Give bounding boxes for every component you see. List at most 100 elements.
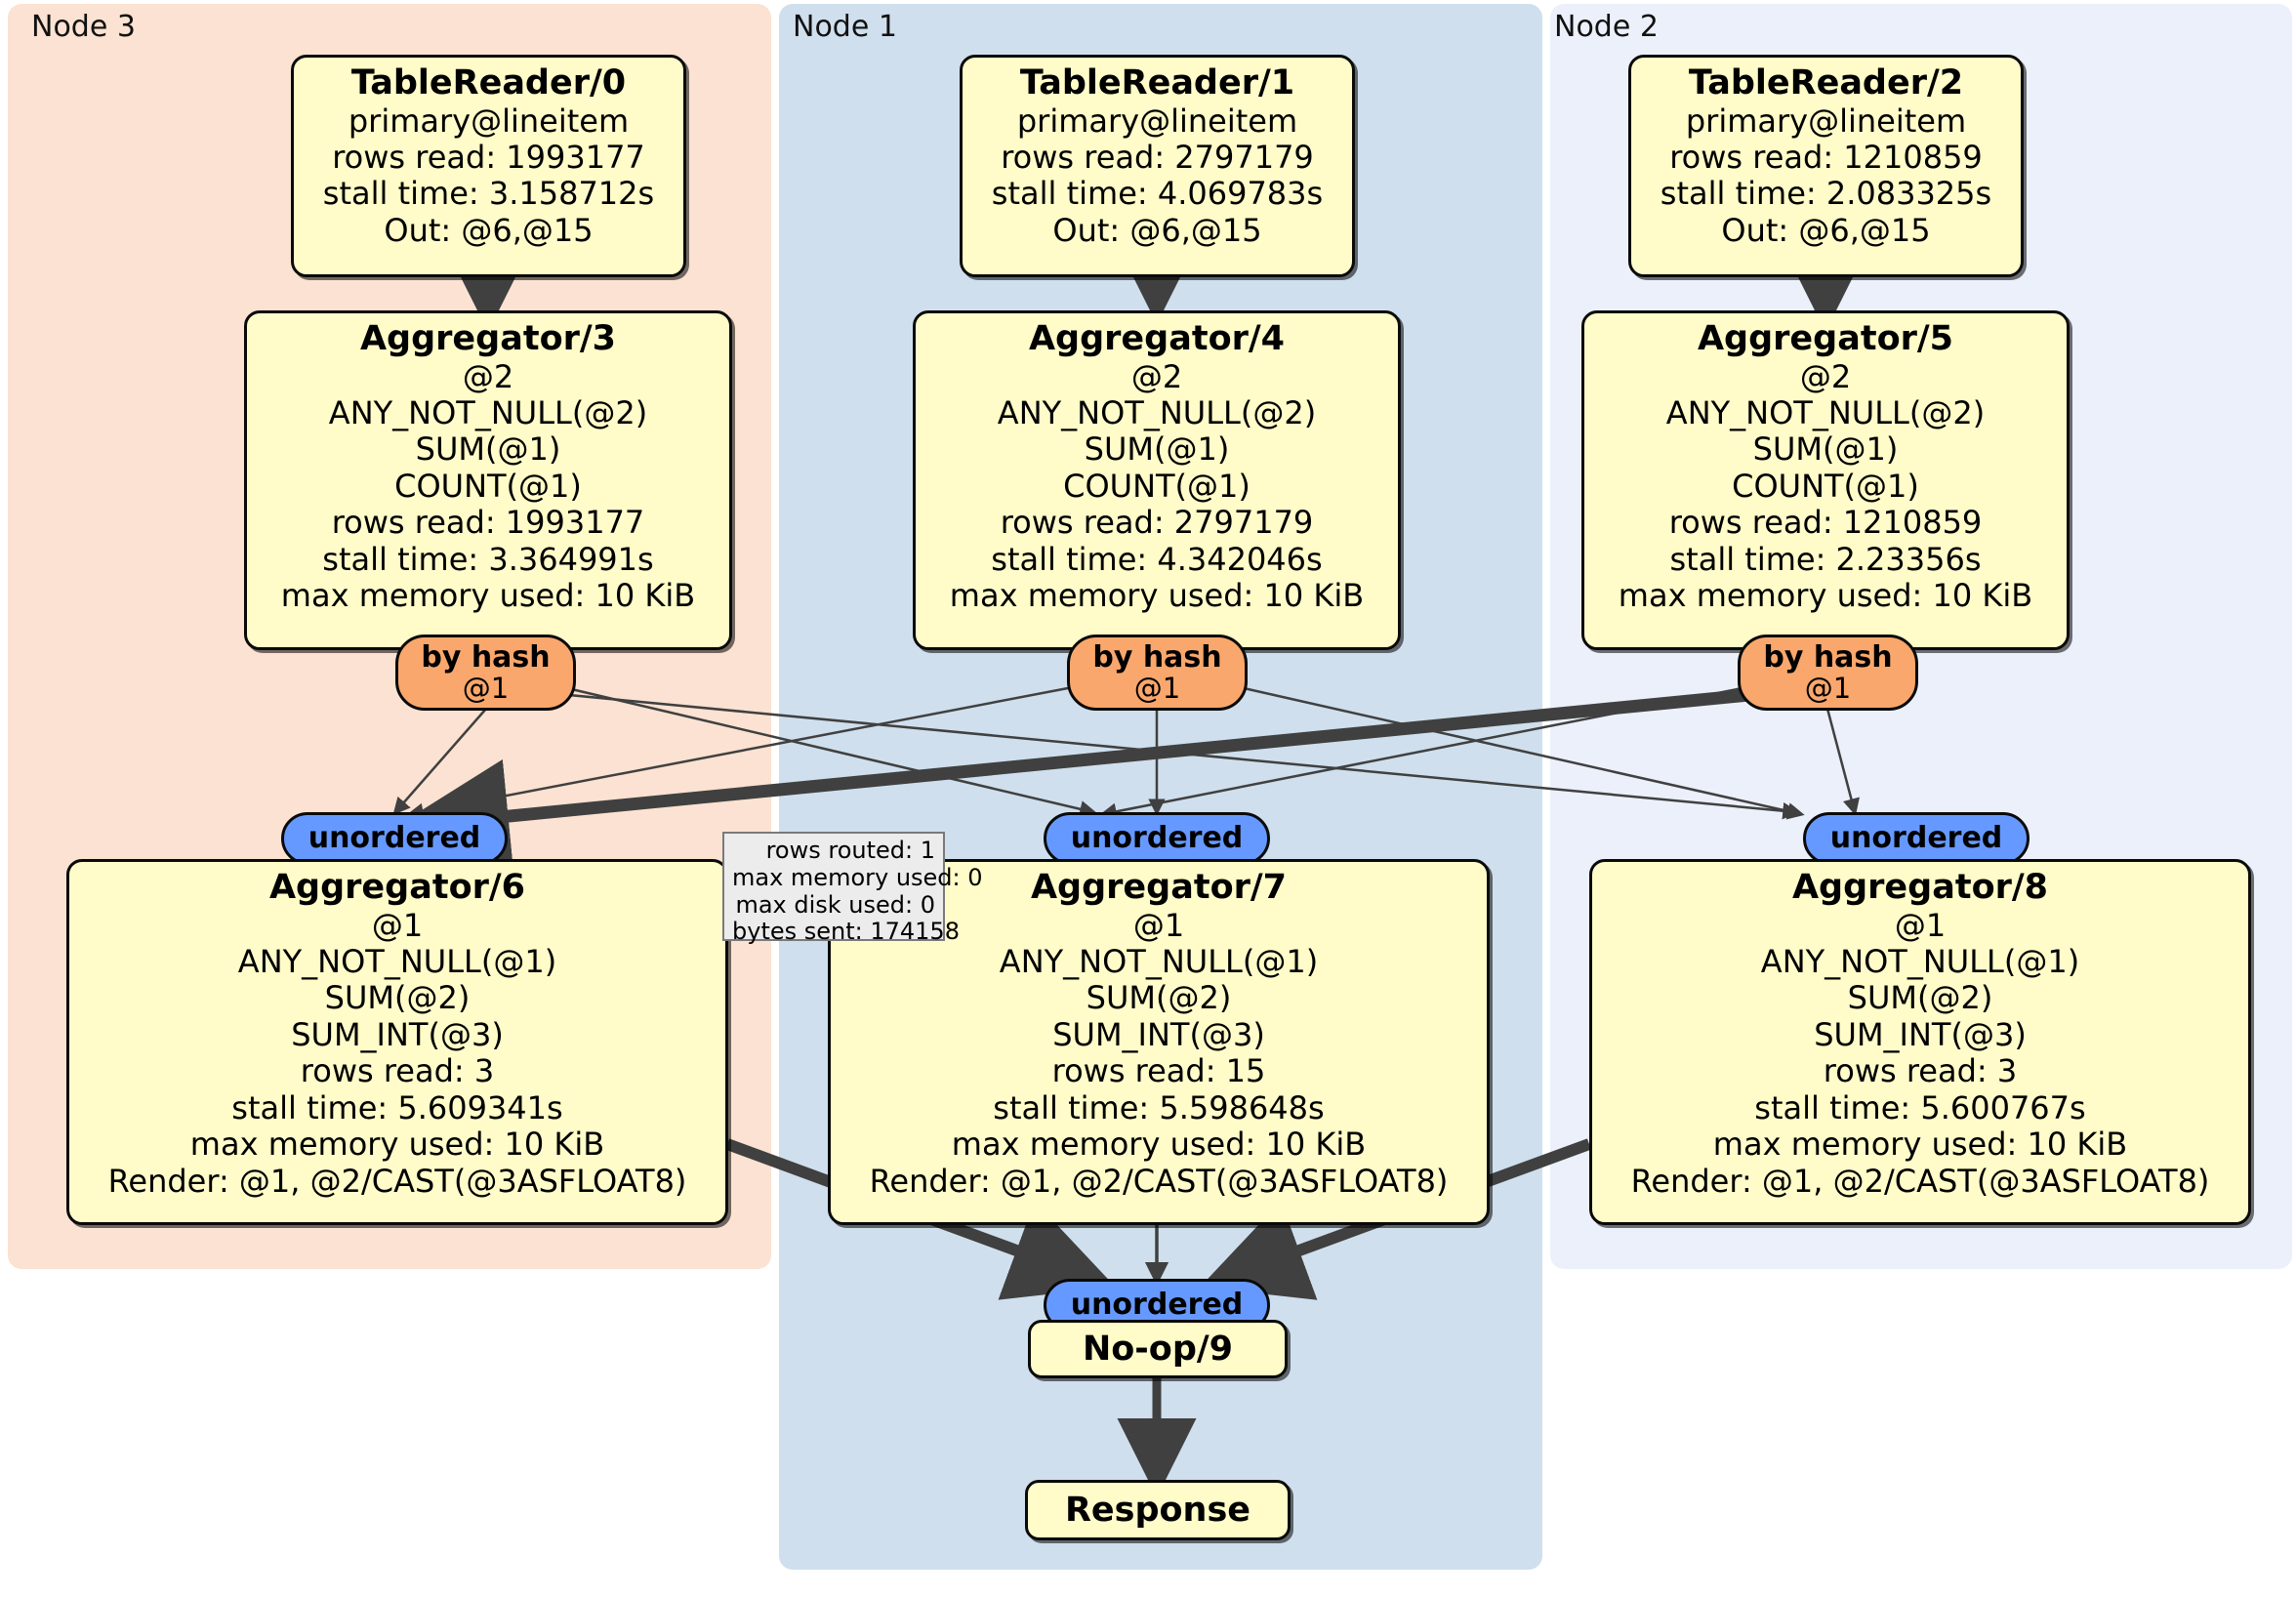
inbox-label: unordered (1070, 1288, 1244, 1323)
op-line: max memory used: 10 KiB (1618, 577, 2033, 615)
op-line: Render: @1, @2/CAST(@3ASFLOAT8) (869, 1162, 1449, 1200)
op-line: ANY_NOT_NULL(@1) (1760, 943, 2080, 981)
inbox-label: unordered (308, 821, 481, 856)
op-line: max memory used: 10 KiB (951, 1126, 1367, 1164)
op-line: ANY_NOT_NULL(@2) (997, 394, 1317, 432)
routing-stats-tooltip: rows routed: 1 max memory used: 0 max di… (722, 832, 983, 945)
op-line: rows read: 2797179 (1000, 504, 1314, 542)
op-line: SUM(@1) (1752, 430, 1899, 469)
op-aggregator-4[interactable]: Aggregator/4 @2 ANY_NOT_NULL(@2) SUM(@1)… (913, 310, 1401, 650)
inbox-unordered-left[interactable]: unordered (281, 812, 508, 865)
op-line: ANY_NOT_NULL(@1) (999, 943, 1319, 981)
op-line: SUM(@1) (415, 430, 561, 469)
router-label: by hash (421, 640, 551, 676)
op-line: stall time: 5.598648s (993, 1088, 1325, 1126)
op-line: stall time: 5.609341s (231, 1088, 563, 1126)
op-line: stall time: 4.069783s (991, 175, 1324, 213)
op-line: Render: @1, @2/CAST(@3ASFLOAT8) (107, 1162, 687, 1200)
op-line: ANY_NOT_NULL(@1) (237, 943, 557, 981)
stats-line: rows routed: 1 (765, 837, 935, 864)
op-title: Aggregator/7 (1030, 868, 1288, 907)
op-line: Out: @6,@15 (1052, 211, 1262, 249)
op-line: stall time: 2.23356s (1669, 540, 1982, 578)
op-line: primary@lineitem (1016, 102, 1298, 140)
cluster-label-node-3: Node 3 (31, 10, 136, 44)
op-line: COUNT(@1) (1732, 467, 1919, 505)
op-line: stall time: 3.158712s (322, 175, 655, 213)
op-line: @2 (462, 357, 514, 395)
op-line: rows read: 1210859 (1668, 504, 1983, 542)
inbox-unordered-right[interactable]: unordered (1803, 812, 2030, 865)
router-by-hash-left[interactable]: by hash @1 (395, 635, 576, 711)
op-line: @1 (371, 906, 424, 944)
op-line: SUM(@2) (1847, 979, 1993, 1017)
op-line: @1 (1894, 906, 1947, 944)
op-table-reader-0[interactable]: TableReader/0 primary@lineitem rows read… (291, 55, 686, 277)
op-line: rows read: 1993177 (332, 139, 645, 177)
op-line: rows read: 15 (1051, 1052, 1266, 1090)
op-line: primary@lineitem (348, 102, 630, 140)
op-line: rows read: 3 (1823, 1052, 2018, 1090)
op-line: ANY_NOT_NULL(@2) (328, 394, 648, 432)
op-title: Aggregator/5 (1697, 319, 1954, 358)
op-line: rows read: 2797179 (1001, 139, 1314, 177)
op-title: TableReader/0 (350, 63, 627, 102)
stats-line: bytes sent: 174158 (732, 918, 960, 946)
op-aggregator-5[interactable]: Aggregator/5 @2 ANY_NOT_NULL(@2) SUM(@1)… (1581, 310, 2070, 650)
op-line: max memory used: 10 KiB (1712, 1126, 2128, 1164)
op-line: max memory used: 10 KiB (280, 577, 696, 615)
op-line: stall time: 2.083325s (1660, 175, 1992, 213)
cluster-label-node-1: Node 1 (793, 10, 897, 44)
op-table-reader-1[interactable]: TableReader/1 primary@lineitem rows read… (960, 55, 1355, 277)
op-aggregator-3[interactable]: Aggregator/3 @2 ANY_NOT_NULL(@2) SUM(@1)… (244, 310, 732, 650)
op-title: No-op/9 (1082, 1330, 1234, 1369)
op-line: @2 (1130, 357, 1183, 395)
op-response[interactable]: Response (1025, 1480, 1291, 1540)
op-line: COUNT(@1) (394, 467, 582, 505)
op-line: max memory used: 10 KiB (949, 577, 1365, 615)
inbox-label: unordered (1070, 821, 1244, 856)
op-line: SUM(@2) (324, 979, 471, 1017)
op-line: rows read: 1993177 (331, 504, 645, 542)
router-column: @1 (462, 671, 510, 705)
op-line: COUNT(@1) (1063, 467, 1250, 505)
op-line: stall time: 3.364991s (322, 540, 654, 578)
op-line: primary@lineitem (1685, 102, 1967, 140)
cluster-label-node-2: Node 2 (1554, 10, 1659, 44)
op-title: Aggregator/6 (268, 868, 526, 907)
op-line: @2 (1799, 357, 1852, 395)
op-line: SUM(@1) (1084, 430, 1230, 469)
op-title: Response (1064, 1491, 1251, 1530)
op-line: SUM(@2) (1086, 979, 1232, 1017)
op-noop-9[interactable]: No-op/9 (1028, 1320, 1288, 1378)
op-line: ANY_NOT_NULL(@2) (1665, 394, 1986, 432)
inbox-unordered-center[interactable]: unordered (1044, 812, 1270, 865)
router-by-hash-center[interactable]: by hash @1 (1067, 635, 1248, 711)
router-column: @1 (1804, 671, 1852, 705)
op-line: Render: @1, @2/CAST(@3ASFLOAT8) (1630, 1162, 2210, 1200)
op-line: stall time: 4.342046s (991, 540, 1323, 578)
op-line: rows read: 1210859 (1669, 139, 1983, 177)
op-line: stall time: 5.600767s (1754, 1088, 2086, 1126)
op-title: TableReader/2 (1688, 63, 1964, 102)
op-title: Aggregator/3 (359, 319, 617, 358)
op-table-reader-2[interactable]: TableReader/2 primary@lineitem rows read… (1628, 55, 2024, 277)
op-line: rows read: 3 (300, 1052, 495, 1090)
stats-line: max disk used: 0 (735, 890, 935, 919)
op-line: max memory used: 10 KiB (189, 1126, 605, 1164)
op-title: Aggregator/8 (1791, 868, 2049, 907)
stats-line: max memory used: 0 (732, 863, 983, 891)
op-aggregator-6[interactable]: Aggregator/6 @1 ANY_NOT_NULL(@1) SUM(@2)… (66, 859, 728, 1225)
op-title: TableReader/1 (1019, 63, 1295, 102)
op-aggregator-8[interactable]: Aggregator/8 @1 ANY_NOT_NULL(@1) SUM(@2)… (1589, 859, 2251, 1225)
inbox-label: unordered (1829, 821, 2003, 856)
router-column: @1 (1133, 671, 1181, 705)
op-line: Out: @6,@15 (384, 211, 594, 249)
op-line: Out: @6,@15 (1721, 211, 1931, 249)
router-label: by hash (1763, 640, 1893, 676)
op-line: SUM_INT(@3) (1052, 1015, 1265, 1053)
router-by-hash-right[interactable]: by hash @1 (1738, 635, 1918, 711)
op-line: SUM_INT(@3) (291, 1015, 504, 1053)
op-line: @1 (1132, 906, 1185, 944)
